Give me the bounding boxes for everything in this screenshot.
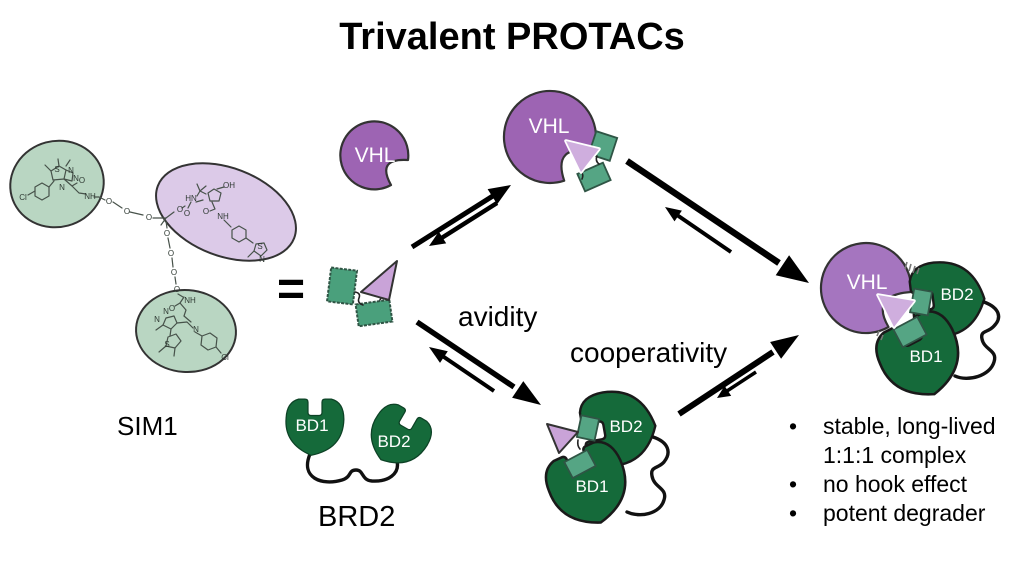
- brd2-tether: [306, 452, 400, 484]
- bullet-icon: •: [789, 500, 798, 526]
- atom-label: N: [193, 325, 199, 334]
- vhl-ligand-skeleton: HN O O OH O NH S N: [177, 181, 268, 264]
- vhl-ligand-triangle: [876, 293, 916, 329]
- sim1-structure: Cl S N N N O NH HN: [9, 139, 297, 374]
- atom-label: S: [54, 165, 59, 174]
- list-item: • potent degrader: [781, 499, 1023, 528]
- bd1-label: BD1: [909, 347, 942, 366]
- bd2-label: BD2: [377, 432, 410, 451]
- sim1-label: SIM1: [117, 411, 178, 441]
- atom-label: O: [79, 176, 85, 185]
- bd1-label: BD1: [295, 416, 328, 435]
- avidity-label: avidity: [458, 301, 538, 332]
- bd2-label: BD2: [940, 285, 973, 304]
- vhl-free: VHL: [339, 120, 410, 191]
- vhl-ligand-triangle: [564, 139, 601, 174]
- atom-label: O: [171, 268, 177, 277]
- bet-warhead-square: [892, 315, 928, 349]
- vhl-label: VHL: [355, 144, 396, 167]
- atom-label: N: [154, 315, 160, 324]
- bullet-icon: •: [789, 413, 798, 439]
- atom-label: O: [124, 207, 130, 216]
- page-title: Trivalent PROTACs: [339, 16, 685, 58]
- brd2-label: BRD2: [318, 501, 396, 533]
- avidity-arrow-lower-left: [415, 319, 541, 405]
- atom-label: NH: [184, 296, 196, 305]
- brd2-binary-complex: BD2 BD1: [536, 383, 670, 539]
- vhl-ligand-triangle: [360, 260, 398, 301]
- vhl-ligand-ellipse: [155, 162, 297, 262]
- atom-label: O: [168, 249, 174, 258]
- atom-label: O: [184, 209, 190, 218]
- protac-schematic: [325, 260, 398, 328]
- outcome-text: stable, long-lived 1:1:1 complex: [823, 413, 996, 468]
- atom-label: NH: [84, 192, 96, 201]
- bet-ligand-bottom-ellipse: [135, 288, 237, 374]
- atom-label: N: [59, 183, 65, 192]
- brd2-tether: [625, 435, 670, 517]
- atom-label: O: [106, 197, 112, 206]
- linker-squiggle: [595, 155, 600, 165]
- vhl-shape: [339, 120, 410, 191]
- atom-label: HN: [185, 194, 197, 203]
- outcome-text: no hook effect: [823, 471, 968, 497]
- atom-label: N: [68, 166, 74, 175]
- atom-label: Cl: [221, 353, 229, 362]
- equals-sign: =: [277, 263, 306, 316]
- bet-warhead-square: [325, 266, 359, 306]
- bd2-label: BD2: [609, 417, 642, 436]
- ppi-contact-marks: [876, 261, 920, 341]
- atom-label: N: [163, 307, 169, 316]
- vhl-label: VHL: [529, 115, 570, 138]
- atom-label: N: [259, 255, 265, 264]
- bet-ligand-bottom-skeleton: NH O N N N S Cl: [154, 296, 229, 362]
- atom-label: Cl: [19, 193, 27, 202]
- bet-warhead-square: [575, 414, 601, 442]
- cooperativity-arrow-upper-right: [625, 158, 809, 283]
- atom-label: NH: [217, 212, 229, 221]
- atom-label: O: [174, 285, 180, 294]
- atom-label: N: [73, 174, 79, 183]
- vhl-label: VHL: [847, 271, 888, 294]
- brd2-tether: [953, 300, 1001, 381]
- bet-ligand-top-skeleton: Cl S N N N O NH: [19, 158, 100, 202]
- peg-linker: O O O O O O O: [98, 196, 184, 298]
- linker-squiggle: [576, 439, 581, 450]
- brd2-free: BD1 BD2: [285, 397, 439, 484]
- bet-ligand-top-ellipse: [9, 139, 105, 229]
- cooperativity-label: cooperativity: [570, 337, 728, 368]
- vhl-shape: [502, 89, 598, 185]
- bd1-label: BD1: [575, 477, 608, 496]
- atom-label: O: [169, 304, 175, 313]
- atom-label: O: [203, 207, 209, 216]
- vhl-ligand-triangle: [546, 423, 579, 454]
- list-item: • stable, long-lived 1:1:1 complex: [781, 412, 1023, 470]
- equilibrium-arrow-upper-left: [410, 185, 511, 250]
- bet-warhead-square: [563, 448, 597, 480]
- vhl-shape: [819, 241, 913, 335]
- atom-label: OH: [223, 181, 235, 190]
- bet-warhead-square: [354, 298, 394, 328]
- atom-label: S: [257, 242, 262, 251]
- bullet-icon: •: [789, 471, 798, 497]
- outcome-list: • stable, long-lived 1:1:1 complex • no …: [781, 412, 1023, 528]
- cooperativity-arrow-lower-right: [677, 335, 799, 417]
- atom-label: O: [177, 205, 183, 214]
- outcome-text: potent degrader: [823, 500, 986, 526]
- bet-warhead-square: [576, 161, 612, 193]
- atom-label: O: [146, 213, 152, 222]
- atom-label: S: [164, 340, 169, 349]
- ternary-complex: VHL BD2 BD1: [819, 241, 1001, 412]
- linker-squiggle: [354, 291, 364, 306]
- atom-label: O: [164, 229, 170, 238]
- vhl-binary-complex: VHL: [502, 89, 619, 193]
- list-item: • no hook effect: [781, 470, 1023, 499]
